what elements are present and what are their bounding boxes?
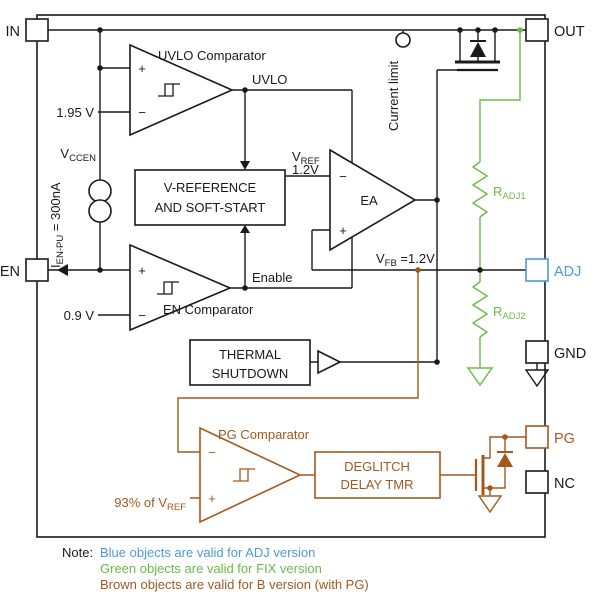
junction-dots: [97, 27, 523, 491]
note-green: Green objects are valid for FIX version: [100, 561, 322, 576]
pg-threshold-label: 93% of VREF: [114, 495, 186, 513]
note-block: Note: Blue objects are valid for ADJ ver…: [62, 545, 369, 592]
arrow-down-icon: [240, 161, 250, 170]
pin-adj: [525, 258, 549, 282]
pin-in: [25, 18, 49, 42]
pg-fet-icon: [474, 451, 513, 495]
pg-plus-sign: +: [208, 491, 216, 506]
pin-nc: [525, 470, 549, 494]
pin-in-label: IN: [6, 24, 21, 40]
deglitch-label-line2: DELAY TMR: [341, 477, 414, 492]
wire: [48, 29, 538, 370]
arrow-up-icon: [240, 225, 250, 233]
en-threshold-label: 0.9 V: [64, 308, 95, 323]
en-plus-sign: +: [138, 263, 146, 278]
pg-comparator: − +: [199, 426, 302, 524]
vref-label: VREF: [292, 149, 320, 167]
note-blue: Blue objects are valid for ADJ version: [100, 545, 315, 560]
pass-fet-icon: [455, 40, 500, 72]
note-label: Note:: [62, 545, 93, 560]
error-amplifier: − + EA: [329, 148, 417, 252]
en-comparator: + −: [129, 243, 233, 332]
en-pullup-current-source-icon: [88, 179, 112, 223]
hysteresis-icon: [233, 468, 255, 482]
pg-diode-icon: [497, 453, 513, 467]
pin-gnd-label: GND: [554, 346, 586, 362]
current-limit-label: Current limit: [386, 61, 401, 131]
radj2-resistor: [471, 281, 489, 338]
radj1-resistor: [471, 161, 489, 218]
enable-signal-label: Enable: [252, 270, 292, 285]
vfb-label: VFB =1.2V: [376, 251, 435, 269]
pg-ground-icon: [477, 495, 503, 514]
buffer-icon: [317, 349, 342, 375]
gnd-ground-icon: [524, 369, 550, 388]
arrow-left-icon: [57, 264, 68, 276]
hysteresis-icon: [158, 83, 180, 97]
pin-pg: [525, 425, 549, 449]
ea-plus-sign: +: [339, 223, 347, 238]
divider-ground-icon: [466, 367, 494, 387]
vref-value-label: 1.2V: [292, 162, 319, 177]
hysteresis-icon: [157, 281, 179, 295]
deglitch-box: DEGLITCH DELAY TMR: [314, 451, 441, 499]
wire-pg-net: [177, 270, 526, 499]
pin-out-label: OUT: [554, 24, 585, 40]
en-minus-sign: −: [138, 308, 146, 323]
pin-adj-label: ADJ: [554, 264, 581, 280]
uvlo-comparator-label: UVLO Comparator: [158, 48, 266, 63]
thermal-shutdown-box: THERMAL SHUTDOWN: [189, 339, 342, 386]
pin-nc-label: NC: [554, 476, 575, 492]
body-diode-icon: [470, 42, 486, 57]
ea-minus-sign: −: [339, 169, 347, 184]
pin-out: [525, 18, 549, 42]
uvlo-plus-sign: +: [138, 61, 146, 76]
pin-en: [25, 258, 49, 282]
radj1-label: RADJ1: [493, 184, 526, 202]
pin-gnd: [525, 340, 549, 364]
uvlo-threshold-label: 1.95 V: [56, 105, 94, 120]
pins: [25, 18, 549, 494]
note-brown: Brown objects are valid for B version (w…: [100, 577, 369, 592]
pg-comparator-label: PG Comparator: [218, 427, 310, 442]
thermal-label-line2: SHUTDOWN: [212, 366, 289, 381]
current-limit-sensor-icon: [395, 32, 411, 48]
uvlo-minus-sign: −: [138, 105, 146, 120]
ea-label: EA: [360, 193, 378, 208]
vref-soft-start-box: V-REFERENCE AND SOFT-START: [134, 169, 286, 226]
deglitch-label-line1: DEGLITCH: [344, 459, 410, 474]
uvlo-signal-label: UVLO: [252, 72, 287, 87]
pin-pg-label: PG: [554, 431, 575, 447]
thermal-label-line1: THERMAL: [219, 347, 281, 362]
en-comparator-label: EN Comparator: [163, 302, 254, 317]
uvlo-comparator: + −: [129, 43, 234, 137]
pg-minus-sign: −: [208, 445, 216, 460]
radj2-label: RADJ2: [493, 304, 526, 322]
ien-pu-label: IEN-PU = 300nA: [48, 182, 66, 268]
vref-box-label-line2: AND SOFT-START: [155, 200, 266, 215]
vccen-label: VCCEN: [60, 146, 96, 164]
vref-box-label-line1: V-REFERENCE: [164, 180, 257, 195]
pin-en-label: EN: [0, 264, 20, 280]
